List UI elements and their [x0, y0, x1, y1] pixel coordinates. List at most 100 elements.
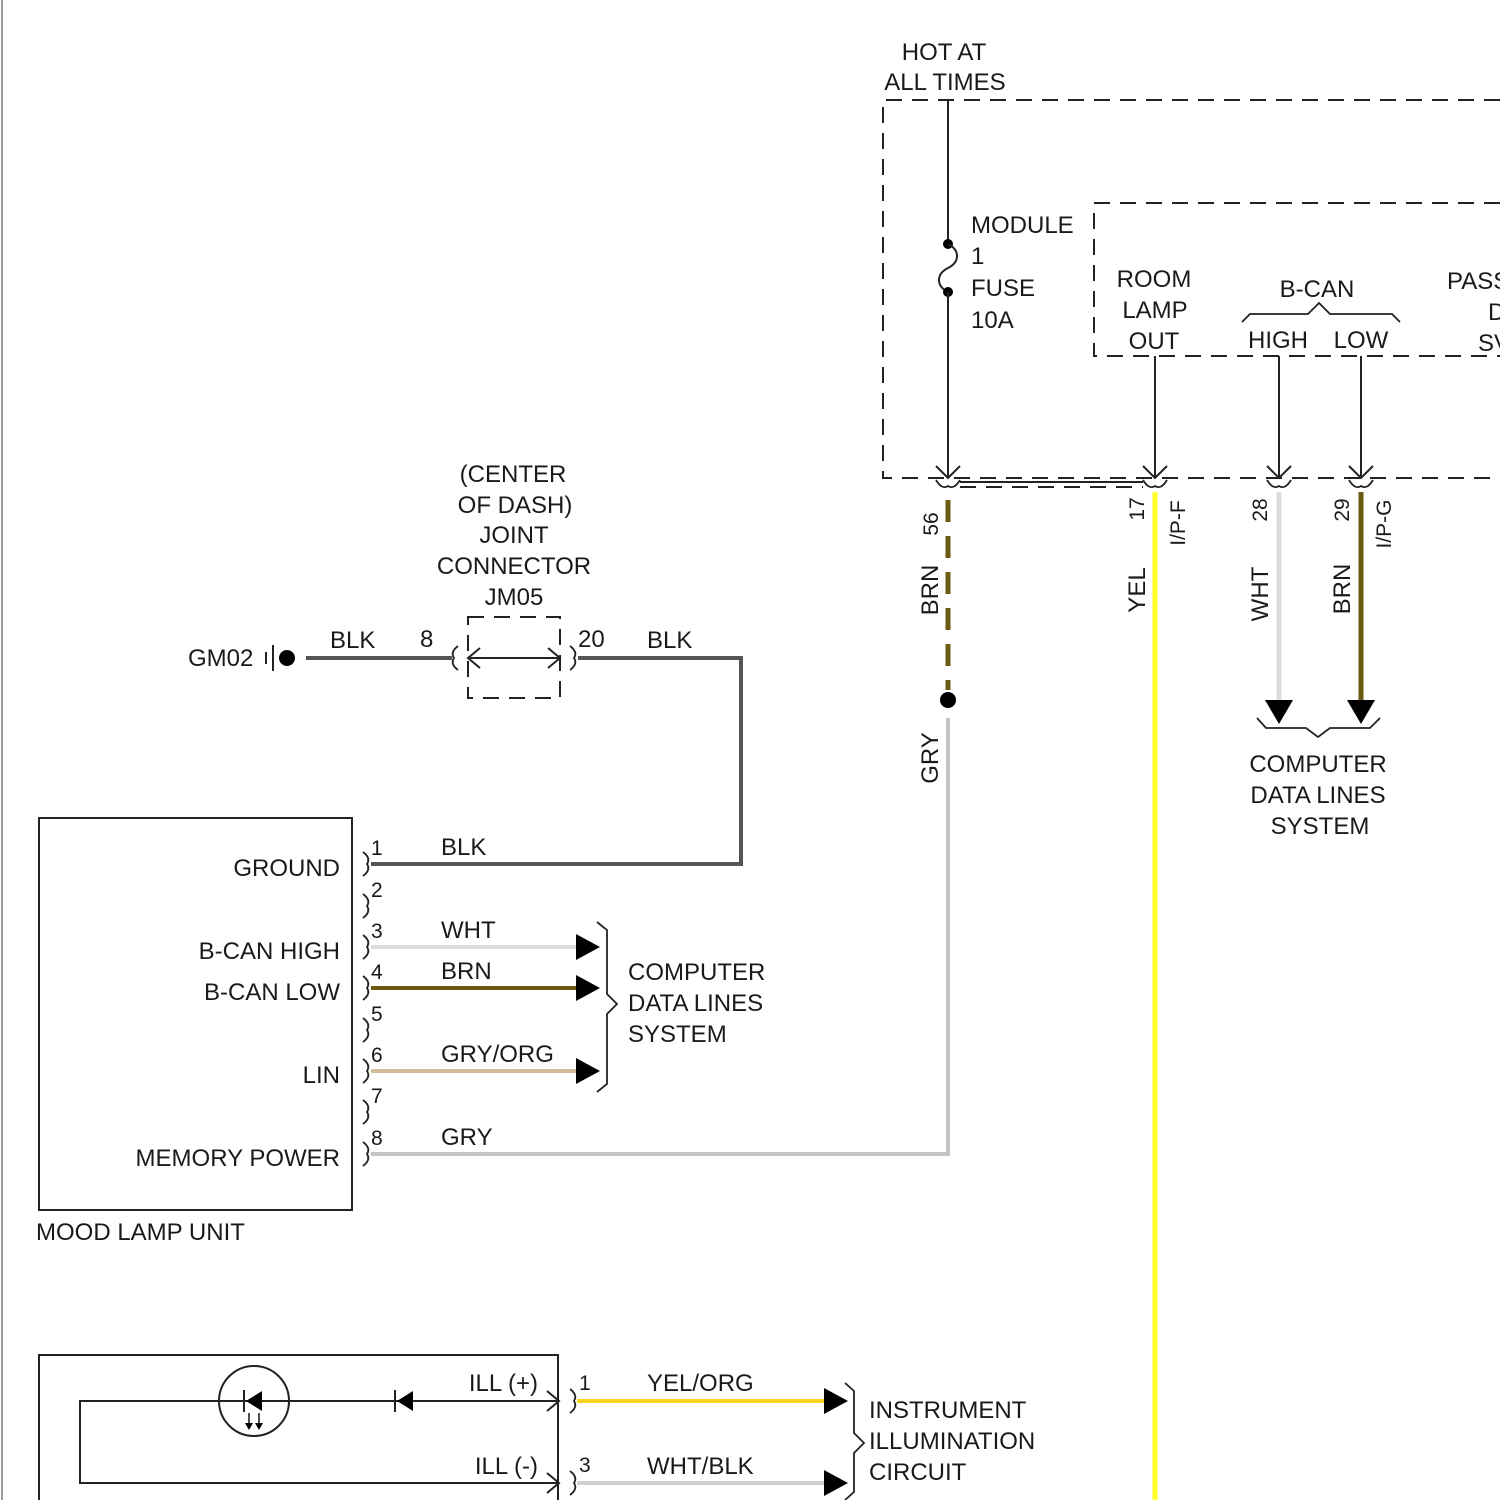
connector-ipf-label: I/P-F — [1167, 500, 1190, 546]
mood-lamp-wire-color: BRN — [441, 958, 492, 985]
mood-lamp-pin-number: 6 — [371, 1044, 383, 1067]
bcan-high-label: HIGH — [1248, 327, 1308, 354]
wire-ill-plus-color: YEL/ORG — [647, 1370, 754, 1397]
mood-lamp-pin-function: LIN — [303, 1062, 340, 1089]
cdl-mid-line1: COMPUTER — [628, 959, 765, 986]
pass-label-partial-3: SV — [1478, 330, 1500, 357]
mood-lamp-pin-mark — [363, 1059, 368, 1083]
mood-lamp-pin-mark — [363, 976, 368, 1000]
joint-label-3: JOINT — [479, 522, 549, 549]
cdl-mid-line3: SYSTEM — [628, 1021, 727, 1048]
illum-pin1-mark — [570, 1389, 575, 1413]
illum-pin3-mark — [570, 1471, 575, 1495]
cdl-mid-line2: DATA LINES — [628, 990, 763, 1017]
ill-plus-label: ILL (+) — [469, 1370, 538, 1397]
wire-ill-minus-arrowhead — [824, 1470, 848, 1496]
mood-lamp-pin-number: 5 — [371, 1003, 383, 1026]
joint-wire-left-color: BLK — [330, 627, 375, 654]
mood-lamp-pin-function: B-CAN LOW — [204, 979, 340, 1006]
joint-wire-right-color: BLK — [647, 627, 692, 654]
wire-ground-blk-to-unit — [371, 658, 741, 864]
cdl-mid-brace — [597, 922, 617, 1092]
mood-lamp-pin-mark — [363, 1018, 368, 1042]
mood-lamp-pin-number: 3 — [371, 920, 383, 943]
fuse-rating: 10A — [971, 307, 1014, 334]
pin-17-label: 17 — [1126, 497, 1149, 520]
ground-label: GM02 — [188, 645, 253, 672]
bcan-low-label: LOW — [1334, 327, 1389, 354]
mood-lamp-pin-mark — [363, 935, 368, 959]
room-lamp-label-3: OUT — [1129, 328, 1180, 355]
mood-lamp-pin-function: B-CAN HIGH — [199, 938, 340, 965]
mood-lamp-pin-function: GROUND — [233, 855, 340, 882]
wire-ill-plus-arrowhead — [824, 1388, 848, 1414]
mood-lamp-pin-mark — [363, 894, 368, 918]
connector-mark-29 — [1349, 480, 1373, 487]
wire-29-arrowhead — [1347, 700, 1375, 724]
fuse-name: MODULE — [971, 212, 1074, 239]
mood-lamp-wire-color: BLK — [441, 834, 486, 861]
fuse-icon — [939, 244, 957, 292]
mood-lamp-pin-number: 8 — [371, 1127, 383, 1150]
mood-lamp-pin-mark — [363, 1142, 368, 1166]
fuse-number: 1 — [971, 243, 984, 270]
illum-pin3-label: 3 — [579, 1454, 591, 1477]
mood-lamp-wire-color: WHT — [441, 917, 496, 944]
joint-label-2: OF DASH) — [458, 492, 573, 519]
mood-lamp-wire-color: GRY/ORG — [441, 1041, 554, 1068]
wire-bcan-low-arrowhead — [576, 975, 600, 1001]
connector-mark-17 — [1143, 480, 1167, 487]
wire-ill-minus-color: WHT/BLK — [647, 1453, 754, 1480]
room-lamp-label-2: LAMP — [1122, 297, 1187, 324]
illumination-brace — [845, 1383, 864, 1500]
joint-label-5: JM05 — [485, 584, 544, 611]
joint-pin-left-mark — [453, 646, 458, 670]
mood-lamp-pin-number: 7 — [371, 1085, 383, 1108]
joint-pin-right: 20 — [578, 626, 605, 653]
joint-pin-right-mark — [570, 646, 575, 670]
bcan-label: B-CAN — [1280, 276, 1355, 303]
joint-pin-left: 8 — [420, 626, 433, 653]
connector-mark-56 — [936, 480, 960, 487]
room-lamp-label-1: ROOM — [1117, 266, 1192, 293]
wire-bcan-high-arrowhead — [576, 934, 600, 960]
pass-label-partial-1: PASS — [1447, 268, 1500, 295]
pin-56-label: 56 — [920, 512, 943, 535]
pin-29-label: 29 — [1331, 498, 1354, 521]
fuse-type: FUSE — [971, 275, 1035, 302]
pin-28-label: 28 — [1249, 498, 1272, 521]
mood-lamp-pin-number: 4 — [371, 961, 383, 984]
hot-at-label: HOT AT — [902, 39, 987, 66]
all-times-label: ALL TIMES — [884, 69, 1005, 96]
connector-ipg-label: I/P-G — [1373, 499, 1396, 548]
wire-28-color: WHT — [1247, 566, 1274, 621]
diode-icon — [395, 1390, 413, 1412]
cdl-top-line2: DATA LINES — [1250, 782, 1385, 809]
mood-lamp-pin-number: 1 — [371, 837, 383, 860]
mood-lamp-pin-number: 2 — [371, 879, 383, 902]
mood-lamp-pin-mark — [363, 1100, 368, 1124]
ill-minus-label: ILL (-) — [475, 1453, 538, 1480]
splice-point — [940, 692, 956, 708]
illumination-dest-3: CIRCUIT — [869, 1459, 967, 1486]
wire-56-upper-color: BRN — [917, 565, 944, 616]
wire-29-color: BRN — [1329, 564, 1356, 615]
wire-28-arrowhead — [1265, 700, 1293, 724]
wire-56-lower-color: GRY — [917, 732, 944, 784]
mood-lamp-wire-color: GRY — [441, 1124, 493, 1151]
bcan-brace — [1242, 303, 1400, 322]
illumination-dest-1: INSTRUMENT — [869, 1397, 1027, 1424]
led-icon — [219, 1366, 289, 1436]
illum-pin1-label: 1 — [579, 1372, 591, 1395]
mood-lamp-unit-label: MOOD LAMP UNIT — [36, 1219, 245, 1246]
joint-label-1: (CENTER — [460, 461, 567, 488]
cdl-top-line3: SYSTEM — [1271, 813, 1370, 840]
mood-lamp-pin-function: MEMORY POWER — [136, 1145, 340, 1172]
joint-label-4: CONNECTOR — [437, 553, 591, 580]
wire-17-color: YEL — [1124, 567, 1151, 612]
wire-lin-arrowhead — [576, 1058, 600, 1084]
pass-label-partial-2: D — [1488, 299, 1500, 326]
connector-mark-28 — [1267, 480, 1291, 487]
